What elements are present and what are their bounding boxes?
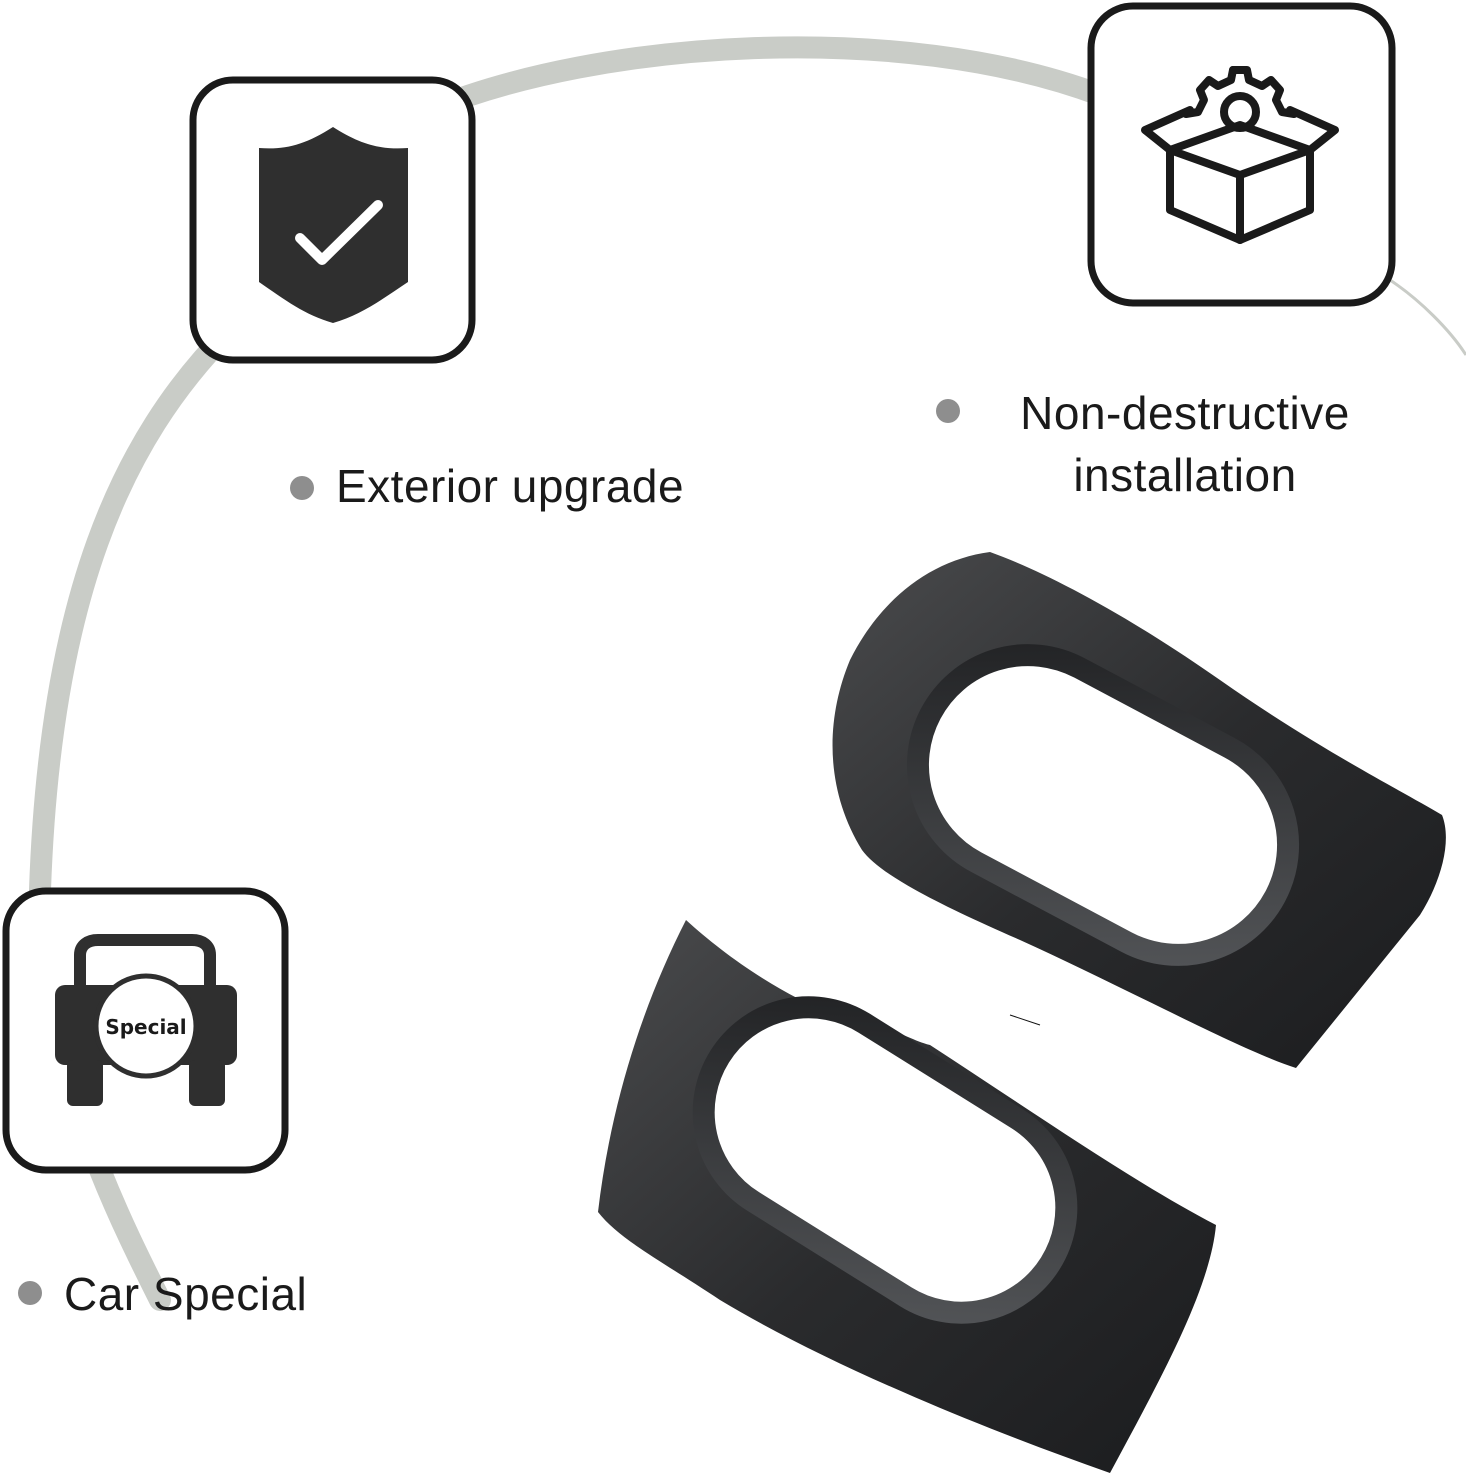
bullet-dot bbox=[18, 1281, 42, 1305]
non-destructive-label: Non-destructive installation bbox=[990, 382, 1380, 506]
bullet-dot bbox=[936, 399, 960, 423]
car-special-tile bbox=[2, 887, 289, 1174]
non-destructive-label-line1: Non-destructive bbox=[1020, 387, 1350, 439]
decorative-arc-thin bbox=[1389, 278, 1466, 356]
box-gear-icon bbox=[1141, 66, 1339, 244]
exterior-upgrade-tile bbox=[189, 76, 476, 364]
car-special-badge-text: Special bbox=[105, 1015, 186, 1039]
car-special-icon bbox=[55, 934, 237, 1106]
trim-cover-bottom bbox=[598, 920, 1216, 1473]
bullet-dot bbox=[290, 476, 314, 500]
decorative-arc bbox=[29, 36, 1111, 1311]
non-destructive-label-line2: installation bbox=[1073, 449, 1297, 501]
shield-check-icon bbox=[259, 127, 408, 323]
trim-cover-top bbox=[832, 552, 1446, 1068]
exterior-upgrade-label: Exterior upgrade bbox=[336, 460, 685, 512]
non-destructive-tile bbox=[1087, 2, 1396, 307]
car-special-label: Car Special bbox=[64, 1268, 308, 1320]
